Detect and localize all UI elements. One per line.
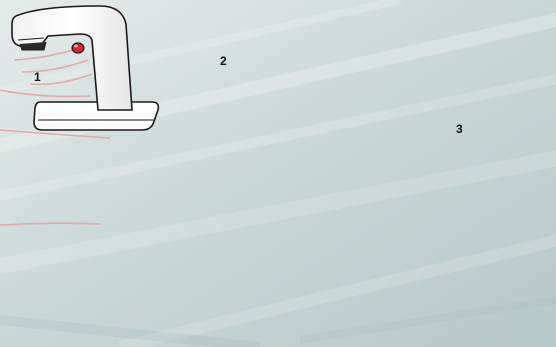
step-number-1: 1 <box>34 70 41 84</box>
deck-plate <box>34 102 158 130</box>
step-number-2: 2 <box>220 54 227 68</box>
step-number-3: 3 <box>456 122 463 136</box>
sensor-indicator-red <box>72 43 84 53</box>
